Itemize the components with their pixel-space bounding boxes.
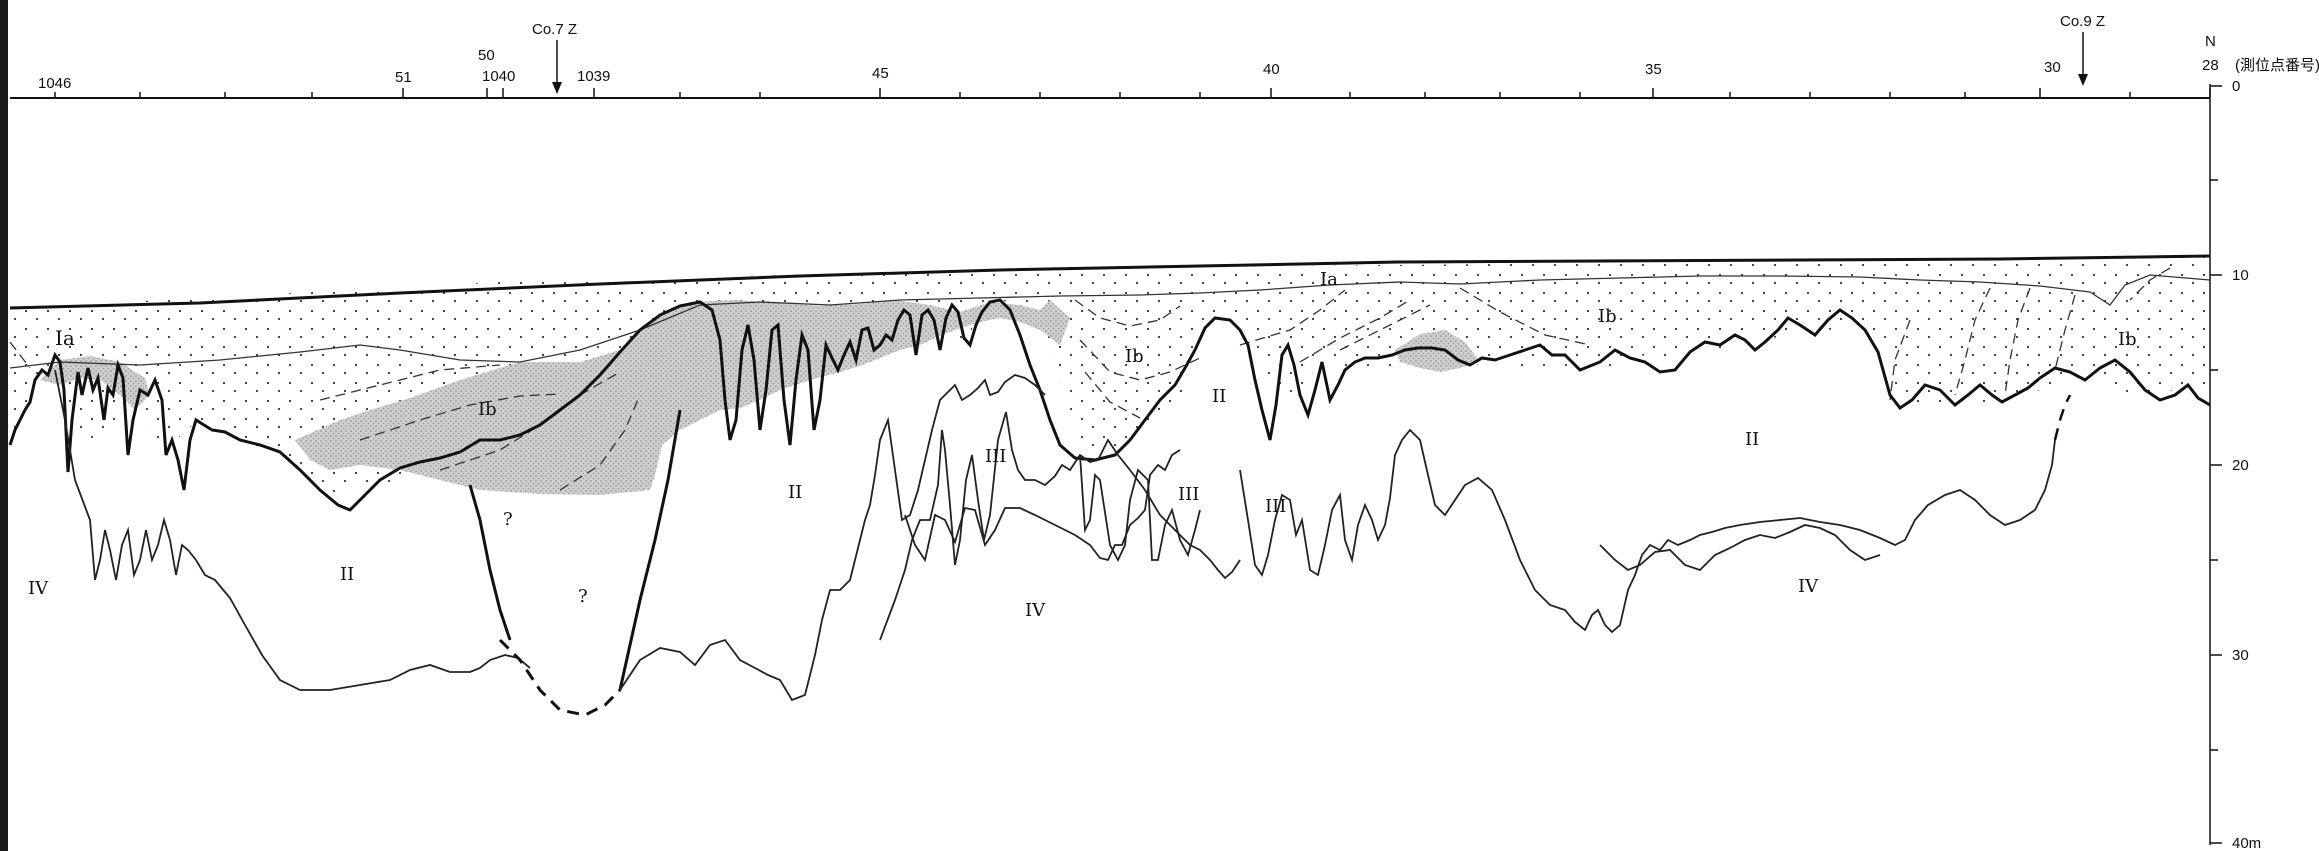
- depth-label-10: 10: [2232, 267, 2249, 284]
- label-ii-c: II: [1212, 386, 1226, 407]
- station-label-28: 28: [2202, 57, 2219, 74]
- label-iv-b: IV: [1025, 600, 1046, 621]
- label-ii-d: II: [1745, 429, 1759, 450]
- station-axis-ticks: [54, 88, 2211, 98]
- unit-ii-iv-dashed-segment: [498, 638, 622, 717]
- depth-label-20: 20: [2232, 457, 2249, 474]
- unit-ii-iv-boundary-right: [1599, 524, 1881, 572]
- label-ii-a: II: [340, 564, 354, 585]
- unit-iii-peak-lines: [1079, 454, 1201, 563]
- depth-label-0: 0: [2232, 78, 2240, 95]
- left-margin-bar: [0, 0, 8, 851]
- unit-iii-outline-center: [879, 411, 1241, 641]
- label-ia-center: Ia: [1320, 269, 1338, 290]
- label-iv-c: IV: [1798, 576, 1819, 597]
- label-iv-a: IV: [28, 578, 49, 599]
- station-label-50: 50: [478, 47, 495, 64]
- unit-iv-upper-boundary-center: [619, 374, 1046, 702]
- unit-ii-left-boundary-line: [468, 484, 512, 641]
- station-label-51: 51: [395, 69, 412, 86]
- station-label-30: 30: [2044, 59, 2061, 76]
- label-iii-b: III: [1178, 484, 1199, 505]
- depth-label-40: 40m: [2232, 835, 2261, 851]
- station-label-45: 45: [872, 65, 889, 82]
- ia-ib-boundary-line: [9, 274, 2211, 369]
- unit-iii-right-spikes: [1239, 428, 2056, 634]
- label-ib-d: Ib: [2118, 329, 2137, 350]
- label-ib-a: Ib: [478, 399, 497, 420]
- label-iii-a: III: [985, 446, 1006, 467]
- label-ia-left: Ia: [55, 326, 75, 350]
- core-marker-co7z: Co.7 Z: [532, 21, 577, 94]
- station-axis: 1046 51 50 1040 1039 45 40 35 30 28 (測位点…: [10, 13, 2319, 99]
- depth-label-30: 30: [2232, 647, 2249, 664]
- label-ib-c: Ib: [1598, 306, 1617, 327]
- station-label-1039: 1039: [577, 68, 610, 85]
- unit-iii-lower-outline: [904, 449, 1181, 563]
- unit-ii-iv-boundary-left: [54, 369, 531, 691]
- depth-axis: 0 10 20 30 40m: [2209, 78, 2261, 851]
- core-label-co7z: Co.7 Z: [532, 21, 577, 38]
- label-ii-b: II: [788, 482, 802, 503]
- sea-floor-line: [9, 254, 2211, 310]
- label-question-a: ?: [503, 509, 513, 530]
- label-iii-c: III: [1265, 496, 1286, 517]
- unit-ib-shaded-small-left: [40, 356, 150, 410]
- main-reflector-top-unit-ii: [8, 298, 2211, 512]
- unit-labels: Ia Ia Ib Ib Ib Ib II II II II III III II…: [28, 269, 2137, 621]
- station-unit-label: (測位点番号): [2235, 57, 2319, 74]
- station-label-1040: 1040: [482, 68, 515, 85]
- station-label-40: 40: [1263, 61, 1280, 78]
- core-marker-co9z: Co.9 Z: [2060, 13, 2105, 86]
- ib-internal-dashed-reflectors: [9, 267, 2171, 491]
- north-label: N: [2205, 33, 2216, 50]
- unit-ii-central-boundary-line: [618, 409, 682, 691]
- label-ib-b: Ib: [1125, 346, 1144, 367]
- station-label-1046: 1046: [38, 75, 71, 92]
- station-label-35: 35: [1645, 61, 1662, 78]
- unit-iv-right-arc: [2053, 394, 2072, 441]
- label-question-b: ?: [578, 586, 588, 607]
- core-label-co9z: Co.9 Z: [2060, 13, 2105, 30]
